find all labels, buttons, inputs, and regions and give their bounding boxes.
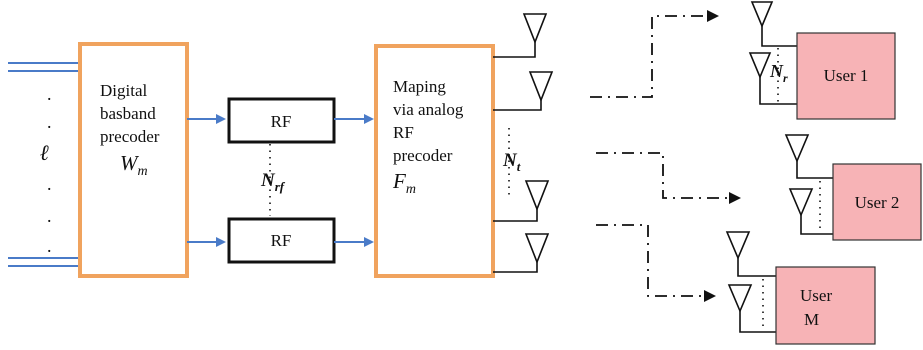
user-1-box — [796, 32, 896, 120]
analog-precoder-symbol: Fm — [392, 169, 416, 197]
input-streams — [8, 62, 80, 267]
rf-chain-count: Nrf — [260, 170, 286, 194]
input-dot-2: . — [47, 112, 52, 132]
user-m-label-line2: M — [804, 310, 819, 329]
analog-precoder-line1: Maping — [393, 77, 446, 96]
user-2-box — [832, 163, 922, 241]
arrows-to-rf — [187, 114, 226, 247]
user-2-label: User 2 — [855, 193, 900, 212]
user-1-label: User 1 — [824, 66, 869, 85]
stream-count-label: ℓ — [40, 140, 49, 165]
link-to-user-m — [596, 224, 716, 302]
transmit-antenna-count: Nt — [502, 150, 521, 174]
digital-precoder-line1: Digital — [100, 81, 147, 100]
rf-chain-top-label: RF — [271, 112, 292, 131]
digital-precoder-box — [78, 42, 189, 278]
transmit-antenna-array — [493, 13, 554, 273]
input-dot-4: . — [47, 206, 52, 226]
digital-precoder-line3: precoder — [100, 127, 160, 146]
input-dot-5: . — [47, 236, 52, 256]
input-dot-3: . — [47, 174, 52, 194]
user-1-antennas — [748, 1, 797, 105]
analog-precoder-line4: precoder — [393, 146, 453, 165]
user-2-antennas — [784, 134, 833, 235]
user-m-label-line1: User — [800, 286, 832, 305]
link-to-user-2 — [596, 152, 741, 204]
rf-chain-bottom — [227, 217, 336, 264]
digital-precoder-symbol: Wm — [120, 151, 148, 179]
rf-chain-bottom-label: RF — [271, 231, 292, 250]
digital-precoder-line2: basband — [100, 104, 156, 123]
user-1-antenna-count: Nr — [769, 61, 788, 85]
input-dot-1: . — [47, 84, 52, 104]
user-m-box — [775, 266, 876, 345]
rf-chain-top — [227, 97, 336, 144]
analog-precoder-line2: via analog — [393, 100, 464, 119]
arrows-to-analog — [334, 114, 374, 247]
analog-precoder-line3: RF — [393, 123, 414, 142]
analog-precoder-box — [374, 44, 495, 278]
user-m-antennas — [725, 231, 776, 333]
link-to-user-1 — [590, 10, 719, 98]
